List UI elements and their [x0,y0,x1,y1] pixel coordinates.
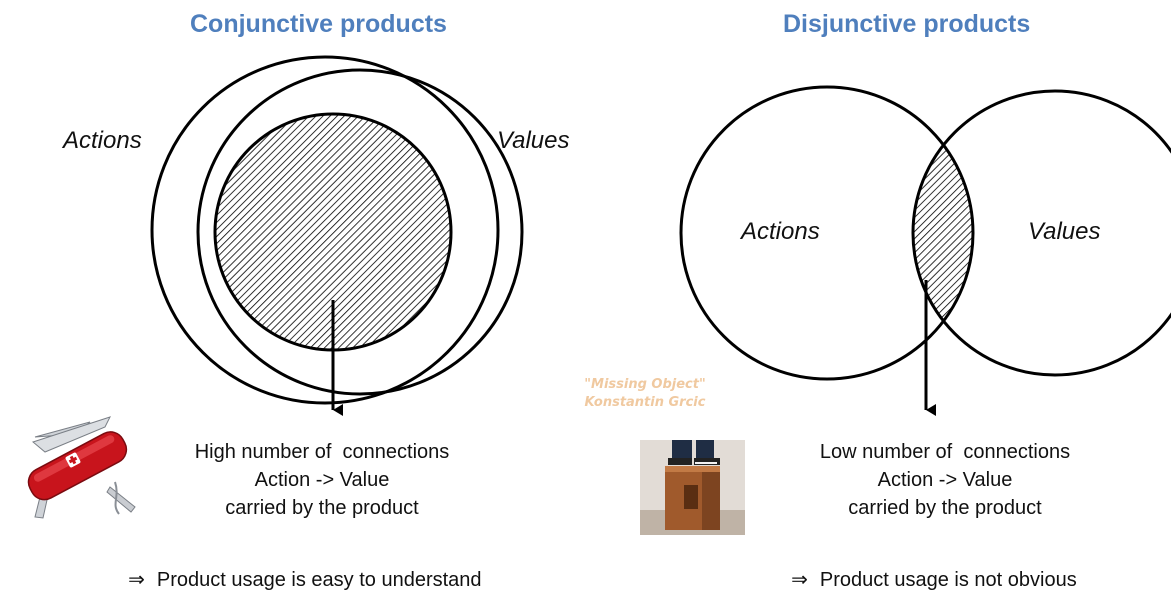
photo-credit: "Missing Object" Konstantin Grcic [565,376,725,412]
actions-label: Actions [63,127,142,154]
swiss-army-knife-icon [27,416,136,519]
values-circle [911,89,1171,377]
values-label: Values [1028,218,1101,245]
actions-circle [679,85,975,381]
description-line: carried by the product [225,497,419,519]
conjunctive-description: High number of connections Action -> Val… [132,438,512,522]
description-line: Action -> Value [254,469,390,491]
credit-line: "Missing Object" [584,377,706,392]
venn-diagrams [27,55,1171,535]
credit-line: Konstantin Grcic [584,395,706,410]
description-line: Low number of connections [819,441,1071,463]
implies-symbol: ⇒ [128,569,145,591]
implies-symbol: ⇒ [791,569,808,591]
actions-circle [150,55,500,405]
conjunctive-venn [150,55,524,416]
values-label: Values [497,127,570,154]
disjunctive-conclusion: ⇒ Product usage is not obvious [780,544,1077,592]
description-line: carried by the product [848,497,1042,519]
disjunctive-venn [679,85,1171,416]
conclusion-text: Product usage is not obvious [819,569,1077,591]
description-line: High number of connections [194,441,450,463]
disjunctive-title: Disjunctive products [783,10,1031,38]
description-line: Action -> Value [877,469,1013,491]
disjunctive-description: Low number of connections Action -> Valu… [755,438,1135,522]
values-circle [196,68,524,396]
actions-label: Actions [741,218,820,245]
conclusion-text: Product usage is easy to understand [156,569,482,591]
conjunctive-conclusion: ⇒ Product usage is easy to understand [117,544,482,592]
conjunctive-title: Conjunctive products [190,10,447,38]
wooden-box-photo [640,440,745,535]
